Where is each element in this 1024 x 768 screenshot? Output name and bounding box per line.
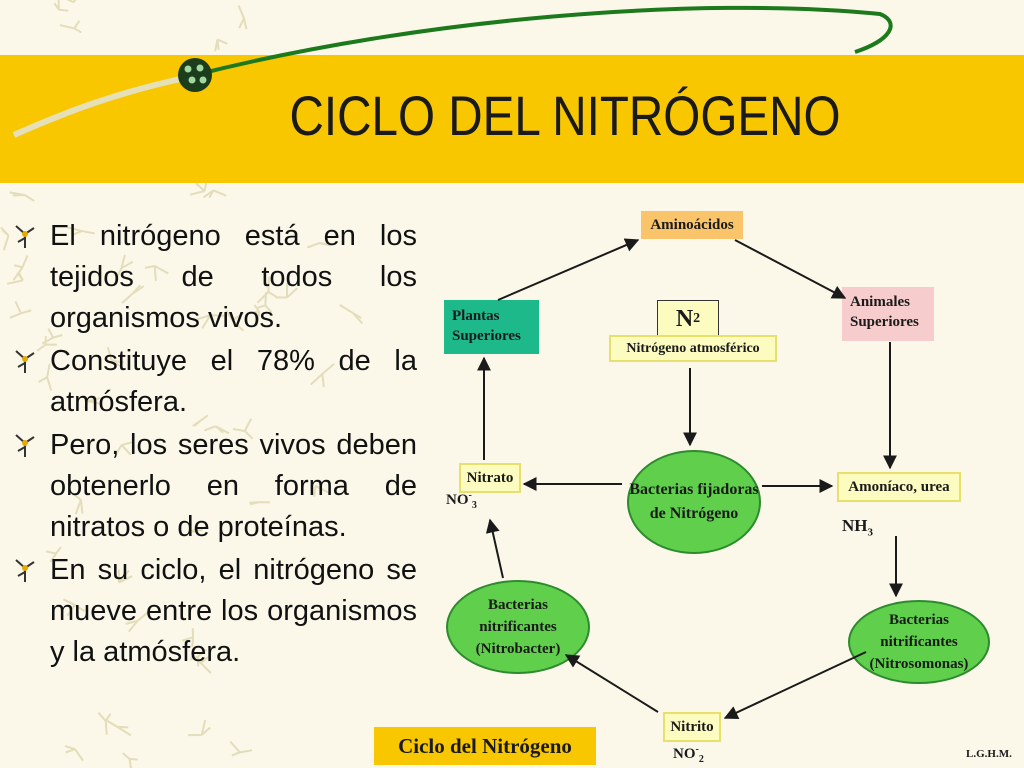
bullet-item: En su ciclo, el nitrógeno se mueve entre…	[12, 550, 417, 673]
pattern-glyph	[71, 492, 84, 515]
node-aminoacidos: Aminoácidos	[641, 211, 743, 239]
title-banner	[0, 55, 1024, 183]
bullet-text: Pero, los seres vivos deben obtenerlo en…	[50, 429, 417, 543]
pattern-glyph	[121, 284, 145, 304]
bullet-text: El nitrógeno está en los tejidos de todo…	[50, 220, 417, 334]
pattern-glyph	[116, 254, 134, 277]
pattern-glyph	[249, 304, 261, 327]
node-bacterias-nitrobacter: Bacterias nitrificantes (Nitrobacter)	[446, 580, 590, 674]
pattern-glyph	[214, 38, 228, 52]
bullet-icon	[15, 225, 35, 248]
pattern-glyph	[12, 255, 29, 281]
bullet-text: En su ciclo, el nitrógeno se mueve entre…	[50, 554, 417, 668]
pattern-glyph	[106, 720, 132, 737]
pattern-glyph	[237, 5, 248, 30]
node-nitrogeno-atmosferico: Nitrógeno atmosférico	[609, 335, 777, 362]
pattern-glyph	[310, 363, 335, 388]
pattern-glyph	[9, 300, 32, 319]
pattern-glyph	[38, 363, 53, 391]
pattern-glyph	[202, 189, 227, 199]
node-bacterias-nitrosomonas: Bacterias nitrificantes (Nitrosomonas)	[848, 600, 990, 684]
pattern-glyph	[45, 546, 62, 563]
pattern-glyph	[9, 191, 35, 202]
bullet-icon	[15, 350, 35, 373]
node-animales-superiores: Animales Superiores	[842, 287, 934, 341]
label-nh3: NH3	[842, 516, 873, 539]
author-credit: L.G.H.M.	[966, 748, 1012, 760]
bullet-icon	[15, 559, 35, 582]
node-nitrito: Nitrito	[663, 712, 721, 742]
pattern-glyph	[62, 598, 86, 617]
slide-title: CICLO DEL NITRÓGENO	[289, 84, 841, 147]
pattern-glyph	[225, 309, 245, 332]
pattern-glyph	[41, 328, 63, 345]
pattern-glyph	[53, 0, 69, 12]
bullet-item: Constituye el 78% de la atmósfera.	[12, 341, 417, 423]
pattern-glyph	[64, 745, 84, 762]
pattern-glyph	[339, 304, 364, 325]
pattern-glyph	[83, 397, 101, 409]
pattern-glyph	[181, 628, 195, 648]
pattern-glyph	[188, 719, 211, 737]
pattern-glyph	[249, 501, 270, 506]
pattern-glyph	[66, 0, 77, 4]
pattern-glyph	[196, 314, 225, 329]
pattern-glyph	[125, 611, 149, 633]
pattern-glyph	[0, 226, 10, 251]
bullet-text: Constituye el 78% de la atmósfera.	[50, 345, 417, 418]
pattern-glyph	[59, 20, 82, 34]
pattern-glyph	[66, 226, 95, 237]
pattern-glyph	[106, 347, 125, 368]
label-no3: NO-3	[446, 490, 477, 511]
bullet-item: Pero, los seres vivos deben obtenerlo en…	[12, 425, 417, 548]
pattern-glyph	[97, 712, 112, 735]
diagram-caption: Ciclo del Nitrógeno	[374, 727, 596, 765]
pattern-glyph	[256, 276, 277, 304]
pattern-glyph	[192, 414, 209, 427]
pattern-glyph	[232, 418, 254, 440]
label-no2: NO-2	[673, 744, 704, 765]
pattern-glyph	[144, 265, 169, 282]
bullet-item: El nitrógeno está en los tejidos de todo…	[12, 216, 417, 339]
pattern-glyph	[275, 283, 298, 299]
pattern-glyph	[187, 523, 203, 534]
node-bacterias-fijadoras: Bacterias fijadoras de Nitrógeno	[627, 450, 761, 554]
pattern-glyph	[115, 440, 135, 456]
globe-icon	[178, 58, 212, 92]
decorative-swoosh	[12, 5, 893, 138]
node-amoniaco-urea: Amoníaco, urea	[837, 472, 961, 502]
pattern-glyph	[117, 569, 133, 584]
node-nitrato: Nitrato	[459, 463, 521, 493]
pattern-glyph	[122, 752, 138, 768]
pattern-glyph	[36, 336, 58, 352]
pattern-glyph	[229, 740, 253, 757]
pattern-glyph	[189, 648, 207, 667]
pattern-glyph	[204, 425, 230, 435]
pattern-glyph	[313, 484, 330, 497]
bullet-list: El nitrógeno está en los tejidos de todo…	[12, 216, 417, 675]
bullet-icon	[15, 434, 35, 457]
pattern-glyph	[306, 242, 334, 249]
node-plantas-superiores: Plantas Superiores	[444, 300, 539, 354]
